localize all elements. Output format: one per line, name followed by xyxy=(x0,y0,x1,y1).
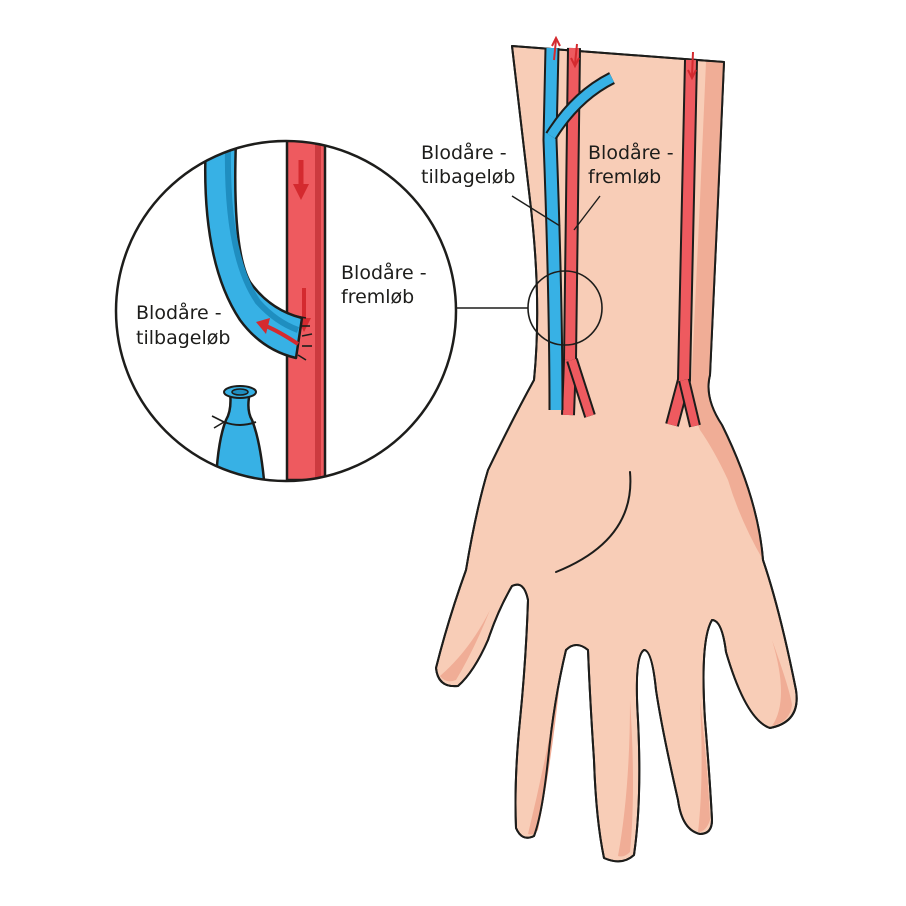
hand-shadow xyxy=(691,62,763,560)
arm-left-artery-arrow xyxy=(574,43,578,65)
zoom-circle-border xyxy=(114,139,458,483)
arm-artery-label-line2: fremløb xyxy=(588,166,661,188)
arm-vessels xyxy=(456,35,701,428)
arm-artery-label-line1: Blodåre - xyxy=(588,141,674,164)
zoom-artery-label: Blodåre - fremløb xyxy=(341,261,427,308)
arm-vein-arrow xyxy=(553,39,557,61)
arm-vein-label-line2: tilbageløb xyxy=(421,166,515,188)
arm-right-artery-arrow xyxy=(691,51,694,77)
arm-vein-pointer xyxy=(511,195,561,227)
zoom-artery-label-line2: fremløb xyxy=(341,286,414,308)
arm-vein-label-line1: Blodåre - xyxy=(421,141,507,164)
palm-crease xyxy=(555,471,632,573)
finger-shadow-1 xyxy=(772,640,792,726)
thumb-shadow xyxy=(440,610,490,682)
arm-artery-label: Blodåre - fremløb xyxy=(588,141,674,188)
zoom-artery-label-line1: Blodåre - xyxy=(341,261,427,284)
zoom-flow-arrow xyxy=(265,324,300,346)
zoom-ligature xyxy=(211,415,225,429)
zoom-vein-label: Blodåre - tilbageløb xyxy=(136,301,230,349)
zoom-inset xyxy=(114,139,458,483)
arm-artery-pointer xyxy=(573,195,601,231)
finger-shadow-3 xyxy=(618,700,633,857)
arm-vein-label: Blodåre - tilbageløb xyxy=(421,141,515,188)
hand xyxy=(435,45,798,863)
finger-shadow-2 xyxy=(698,700,710,832)
hand-outline xyxy=(435,45,798,863)
zoom-vein-label-line1: Blodåre - xyxy=(136,301,222,324)
zoom-stitches xyxy=(295,315,313,361)
zoom-vein-label-line2: tilbageløb xyxy=(136,327,230,349)
